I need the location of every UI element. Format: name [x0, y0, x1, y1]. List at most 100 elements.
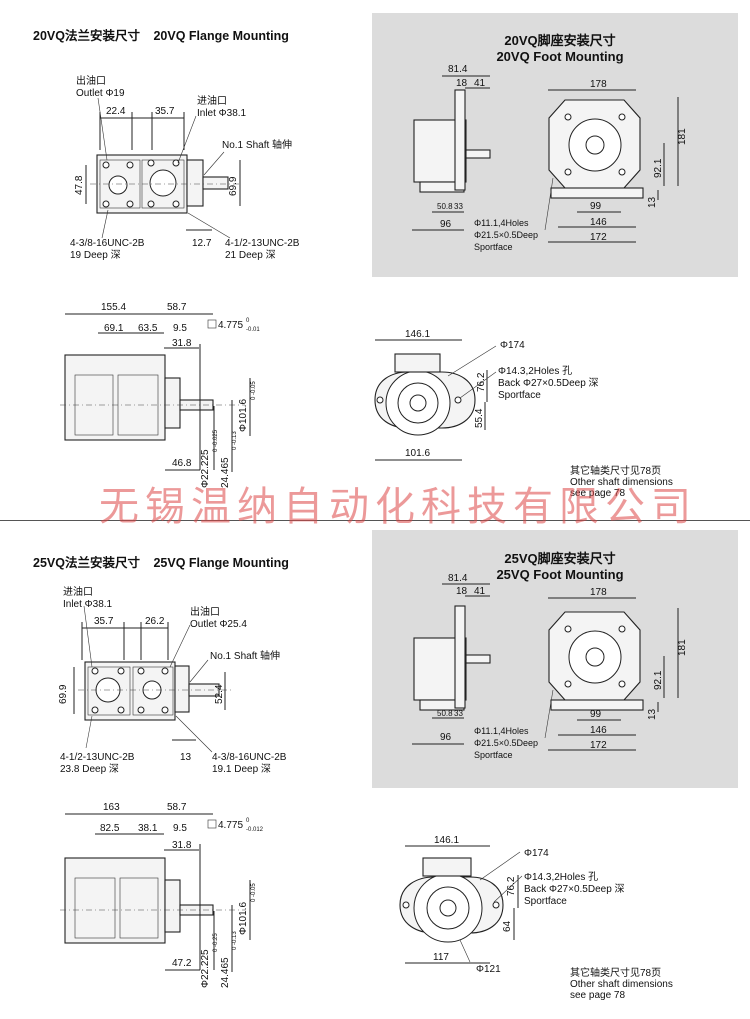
note-25vq-cn: 其它轴类尺寸见78页	[570, 968, 662, 979]
flange-title-20vq: 20VQ法兰安装尺寸 20VQ Flange Mounting	[33, 25, 299, 44]
foot-title-25vq: 25VQ脚座安装尺寸 25VQ Foot Mounting	[480, 551, 640, 583]
dim-13: 13	[647, 196, 658, 208]
flange-title-20vq-cn: 20VQ法兰安装尺寸	[33, 29, 140, 43]
dim-25-163: 163	[103, 802, 120, 813]
front-spot: Sportface	[498, 390, 541, 401]
dim-25-9-5: 9.5	[173, 823, 187, 834]
shaft-dia: Φ22.225	[200, 449, 211, 488]
tol-4-775: 4.775	[218, 320, 243, 331]
dim-25-178: 178	[590, 587, 607, 598]
front-25-spot: Sportface	[524, 896, 567, 907]
dim-22-4: 22.4	[106, 106, 126, 117]
bolt-left-label: 4-3/8-16UNC-2B	[70, 238, 145, 249]
outlet-25-en: Outlet Φ25.4	[190, 619, 247, 630]
dim-25-96: 96	[440, 732, 452, 743]
dim-25-99: 99	[590, 709, 602, 720]
foot-side-view-20vq	[412, 75, 491, 231]
dim-69-1: 69.1	[104, 323, 124, 334]
flange-title-25vq-cn: 25VQ法兰安装尺寸	[33, 556, 140, 570]
dim-174: Φ174	[500, 340, 525, 351]
flange-dia: Φ101.6	[238, 399, 249, 432]
dim-25-35-7: 35.7	[94, 616, 114, 627]
foot-title-20vq: 20VQ脚座安装尺寸 20VQ Foot Mounting	[480, 33, 640, 65]
outlet-label-cn: 出油口	[76, 74, 106, 87]
dim-25-26-2: 26.2	[145, 616, 165, 627]
front-25-holes: Φ14.3,2Holes 孔	[524, 871, 598, 883]
shaft-tol: 0 -0.025	[213, 429, 219, 452]
tol-sup: 0	[246, 318, 250, 324]
watermark-text: 无锡温纳自动化科技有限公司	[99, 484, 697, 530]
dim-46-8: 46.8	[172, 458, 192, 469]
bolt-25-right-deep: 19.1 Deep 深	[212, 763, 271, 775]
foot-front-view-25vq	[544, 597, 679, 751]
dim-63-5: 63.5	[138, 323, 158, 334]
inlet-25-en: Inlet Φ38.1	[63, 599, 113, 610]
dim-25-174: Φ174	[524, 848, 549, 859]
dim-33: 33	[454, 202, 463, 211]
dim-146-1: 146.1	[405, 329, 430, 340]
flange-title-20vq-en: 20VQ Flange Mounting	[153, 29, 289, 43]
side-view-20vq	[60, 313, 251, 472]
bolt-left-deep: 19 Deep 深	[70, 249, 121, 261]
note-20vq-en2: see page 78	[570, 488, 626, 499]
bolt-right-label: 4-1/2-13UNC-2B	[225, 238, 300, 249]
dim-25-82-5: 82.5	[100, 823, 120, 834]
dim-9-5: 9.5	[173, 323, 187, 334]
foot-25-holes: Φ11.1,4Holes	[474, 726, 529, 736]
tolerance-box	[207, 319, 217, 329]
flange-view-20vq	[85, 97, 241, 239]
dim-25-76-2: 76.2	[506, 876, 517, 896]
tol-25-sup: 0	[246, 818, 250, 824]
dim-178: 178	[590, 79, 607, 90]
dim-25-18: 18	[456, 586, 468, 597]
outlet-25-cn: 出油口	[190, 605, 220, 618]
dim-25-81-4: 81.4	[448, 573, 468, 584]
section-divider	[0, 520, 750, 521]
dim-25-92-1: 92.1	[653, 670, 664, 690]
shaft-25-dia: Φ22.225	[200, 949, 211, 988]
tol-sub: -0.01	[246, 327, 260, 333]
dim-25-117: 117	[433, 952, 449, 963]
foot-title-20vq-cn: 20VQ脚座安装尺寸	[504, 33, 616, 48]
dim-172: 172	[590, 232, 607, 243]
front-back: Back Φ27×0.5Deep 深	[498, 377, 599, 389]
foot-25-spot: Sportface	[474, 750, 513, 760]
outlet-label-en: Outlet Φ19	[76, 88, 125, 99]
dim-25-69-9: 69.9	[58, 684, 69, 704]
note-25vq-en1: Other shaft dimensions	[570, 979, 673, 990]
dim-12-7: 12.7	[192, 238, 212, 249]
dim-25-64: 64	[502, 920, 513, 932]
foot-25-deep: Φ21.5×0.5Deep	[474, 738, 538, 748]
shaft-25-tol: 0 -0.25	[213, 933, 219, 952]
dim-155-4: 155.4	[101, 302, 126, 313]
tolerance-box-25	[207, 819, 217, 829]
dim-25-47-2: 47.2	[172, 958, 192, 969]
shaft-25-label: No.1 Shaft 轴伸	[210, 649, 280, 662]
dim-25-146: 146	[590, 725, 607, 736]
foot-side-view-25vq	[412, 583, 491, 745]
dim-25-31-8: 31.8	[172, 840, 192, 851]
flange-title-25vq-en: 25VQ Flange Mounting	[153, 556, 289, 570]
bolt-right-deep: 21 Deep 深	[225, 249, 276, 261]
dim-55-4: 55.4	[474, 408, 485, 428]
shaft-label: No.1 Shaft 轴伸	[222, 138, 292, 151]
bolt-25-left-deep: 23.8 Deep 深	[60, 763, 119, 775]
front-view-25vq	[399, 845, 523, 964]
side-view-25vq	[60, 813, 251, 972]
dim-47-8: 47.8	[74, 175, 85, 195]
dim-18: 18	[456, 78, 468, 89]
pilot-25-dia: 24.465	[220, 957, 231, 988]
note-20vq: 其它轴类尺寸见78页 Other shaft dimensions see pa…	[570, 466, 673, 499]
inlet-25-cn: 进油口	[63, 585, 93, 598]
dim-25-13b: 13	[647, 708, 658, 720]
foot-title-25vq-en: 25VQ Foot Mounting	[496, 567, 624, 582]
foot-title-25vq-cn: 25VQ脚座安装尺寸	[504, 551, 616, 566]
note-25vq: 其它轴类尺寸见78页 Other shaft dimensions see pa…	[570, 968, 673, 1001]
dim-25-52-4: 52.4	[214, 684, 225, 704]
dim-81-4: 81.4	[448, 64, 468, 75]
foot-spot-label: Sportface	[474, 242, 513, 252]
note-20vq-cn: 其它轴类尺寸见78页	[570, 466, 662, 477]
dim-25-38-1: 38.1	[138, 823, 158, 834]
dim-25-121: Φ121	[476, 964, 501, 975]
